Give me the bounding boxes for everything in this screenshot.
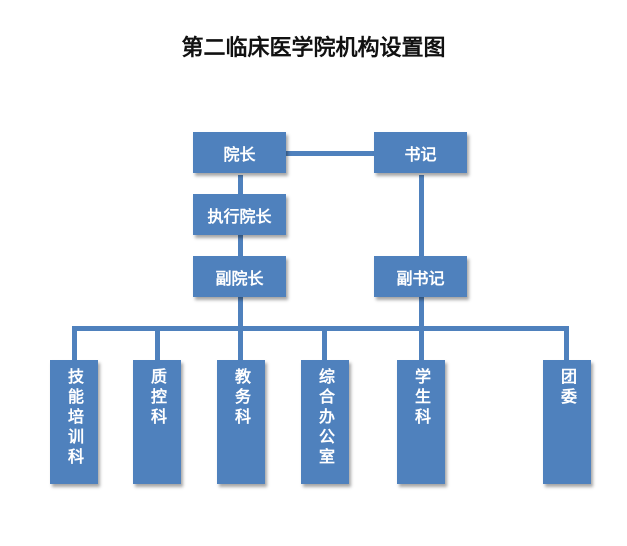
connector-secretary-vicesecretary xyxy=(419,175,424,257)
node-executive-dean: 执行院长 xyxy=(193,194,286,235)
dept-general-office-label: 综合办公室 xyxy=(316,368,335,468)
node-secretary: 书记 xyxy=(374,132,467,173)
connector-vicedean-bus xyxy=(238,297,243,328)
node-vice-secretary: 副书记 xyxy=(374,256,467,297)
connector-vicesecretary-bus xyxy=(419,297,424,328)
connector-dean-secretary xyxy=(286,151,375,156)
node-vice-dean: 副院长 xyxy=(193,256,286,297)
drop-youth-league xyxy=(564,326,569,362)
dept-skill-training-label: 技能培训科 xyxy=(65,368,84,468)
chart-title: 第二临床医学院机构设置图 xyxy=(181,35,446,61)
dept-quality-control-label: 质控科 xyxy=(148,368,167,428)
dept-youth-league-label: 团委 xyxy=(558,368,577,408)
dept-youth-league: 团委 xyxy=(543,360,591,484)
drop-student-affairs xyxy=(419,326,424,362)
drop-skill-training xyxy=(72,326,77,362)
dept-general-office: 综合办公室 xyxy=(301,360,349,484)
drop-quality-control xyxy=(155,326,160,362)
connector-dean-executive xyxy=(238,175,243,195)
drop-academic-affairs xyxy=(238,326,243,362)
dept-quality-control: 质控科 xyxy=(133,360,181,484)
dept-skill-training: 技能培训科 xyxy=(50,360,98,484)
dept-student-affairs-label: 学生科 xyxy=(412,368,431,428)
dept-student-affairs: 学生科 xyxy=(397,360,445,484)
dept-academic-affairs-label: 教务科 xyxy=(232,368,251,428)
dept-academic-affairs: 教务科 xyxy=(217,360,265,484)
drop-general-office xyxy=(322,326,327,362)
horizontal-bus xyxy=(72,326,569,331)
connector-executive-vicedean xyxy=(238,235,243,257)
node-dean: 院长 xyxy=(193,132,286,173)
